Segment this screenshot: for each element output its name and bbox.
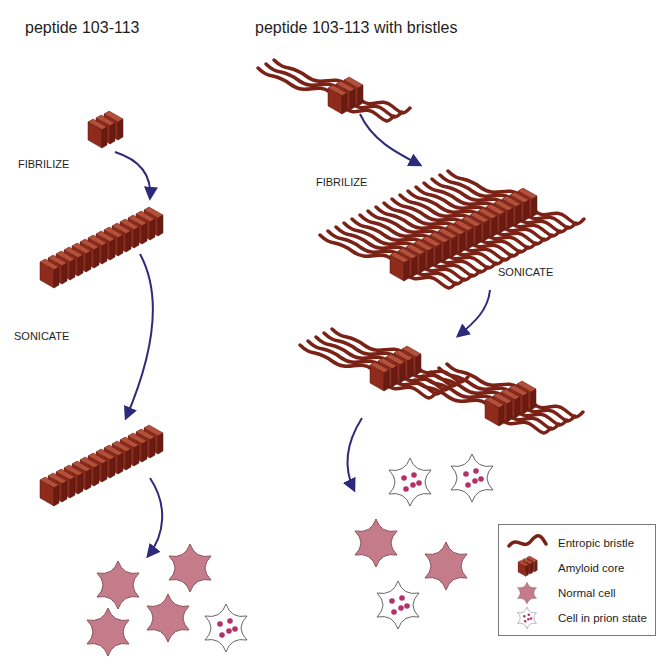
- legend-entry: Entropic bristle: [504, 530, 647, 555]
- step-label: FIBRILIZE: [18, 158, 69, 171]
- legend-label: Normal cell: [558, 587, 616, 599]
- legend-box: Entropic bristleAmyloid coreNormal cellC…: [498, 524, 656, 636]
- cell-group: [355, 454, 493, 629]
- legend-label: Cell in prion state: [558, 612, 647, 624]
- legend-label: Amyloid core: [558, 562, 624, 574]
- bristled-fragment: [300, 329, 468, 398]
- process-arrows: [115, 114, 490, 556]
- legend-entry: Normal cell: [504, 580, 647, 605]
- panel-heading: peptide 103-113: [25, 18, 139, 37]
- panel-heading: peptide 103-113 with bristles: [255, 18, 458, 37]
- amyloid-fibril: [40, 207, 163, 288]
- amyloid-monomer: [88, 111, 123, 148]
- legend-sample: [504, 606, 550, 630]
- step-label: SONICATE: [14, 330, 69, 343]
- cell-group: [87, 544, 247, 656]
- amyloid-fibril: [40, 425, 163, 506]
- legend-entry: Amyloid core: [504, 555, 647, 580]
- legend-entry: Cell in prion state: [504, 605, 647, 630]
- bristled-fibril: [320, 171, 584, 288]
- legend-sample: [504, 531, 550, 555]
- bristled-fragment: [415, 364, 583, 433]
- legend-sample: [504, 581, 550, 605]
- legend-sample: [504, 556, 550, 580]
- bristled-monomer: [258, 60, 410, 121]
- legend-label: Entropic bristle: [558, 537, 634, 549]
- step-label: SONICATE: [498, 266, 553, 279]
- step-label: FIBRILIZE: [316, 176, 367, 189]
